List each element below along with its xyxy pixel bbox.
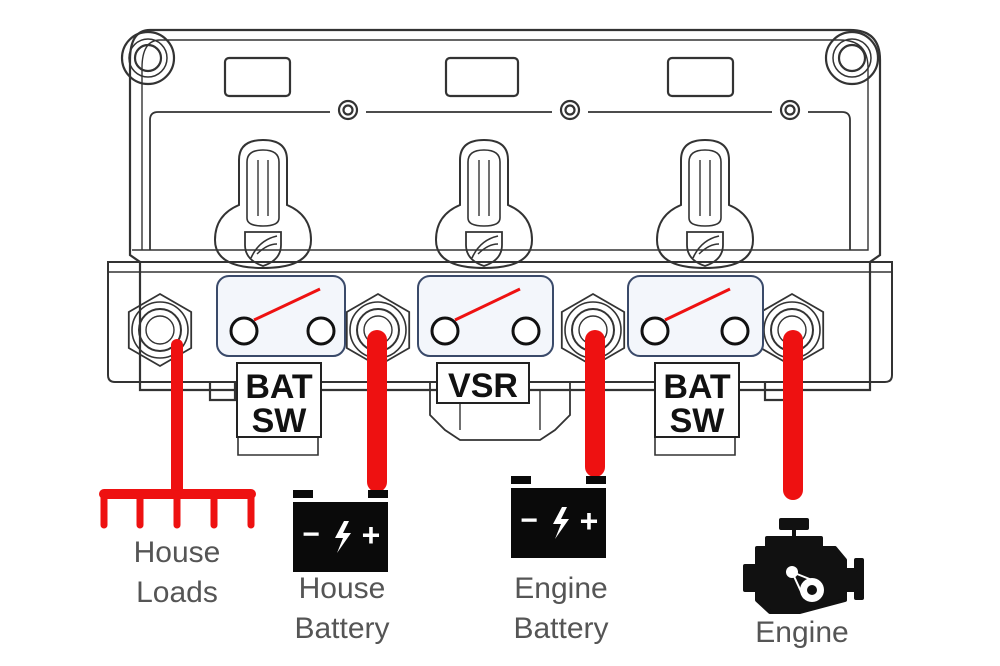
terminal-stud-icon	[127, 292, 193, 368]
switch-contact-line	[253, 287, 321, 322]
rotary-knob-icon	[434, 138, 534, 270]
label-engine-battery-line2: Battery	[513, 612, 608, 645]
switch-box-bat-sw-1	[216, 275, 346, 357]
label-house-loads-line2: Loads	[136, 576, 218, 609]
leaf-shield-logo-icon	[686, 231, 724, 267]
battery-plus: +	[362, 517, 381, 553]
switch-label-bat-sw-2: BAT SW	[654, 362, 740, 440]
rotary-knob-icon	[213, 138, 313, 270]
lightning-icon	[335, 521, 351, 553]
label-engine-battery: Engine Battery	[513, 572, 608, 645]
switch-label-line2: SW	[252, 402, 308, 440]
switch-label-line2: SW	[670, 402, 726, 440]
house-battery-icon: − +	[293, 490, 388, 572]
label-engine-line1: Engine	[755, 616, 848, 649]
lightning-icon	[553, 507, 569, 539]
label-house-loads: House Loads	[134, 536, 221, 609]
battery-plus: +	[580, 503, 599, 539]
engine-battery-icon: − +	[511, 476, 606, 558]
knob-group	[213, 138, 755, 270]
switch-label-line1: BAT	[245, 368, 313, 406]
rotary-knob-icon	[655, 138, 755, 270]
engine-icon	[743, 518, 864, 614]
leaf-shield-logo-icon	[244, 231, 282, 267]
wires	[171, 330, 803, 500]
switch-contact-line	[454, 287, 521, 322]
label-house-battery: House Battery	[294, 572, 389, 645]
switch-box-bat-sw-2	[627, 275, 764, 357]
device-housing	[107, 28, 893, 456]
loads-comb-icon	[99, 489, 256, 529]
battery-minus: −	[302, 518, 320, 551]
label-house-battery-line2: Battery	[294, 612, 389, 645]
label-engine-battery-line1: Engine	[514, 572, 607, 605]
label-house-battery-line1: House	[299, 572, 386, 605]
switch-contact-line	[664, 287, 731, 322]
switch-label-bat-sw-1: BAT SW	[236, 362, 322, 440]
switch-label-vsr: VSR	[436, 362, 530, 405]
label-engine: Engine	[755, 616, 848, 649]
label-house-loads-line1: House	[134, 536, 221, 569]
battery-minus: −	[520, 504, 538, 537]
leaf-shield-logo-icon	[465, 231, 503, 267]
switch-box-vsr	[417, 275, 554, 357]
switch-label-line1: VSR	[448, 367, 518, 405]
switch-label-line1: BAT	[663, 368, 731, 406]
